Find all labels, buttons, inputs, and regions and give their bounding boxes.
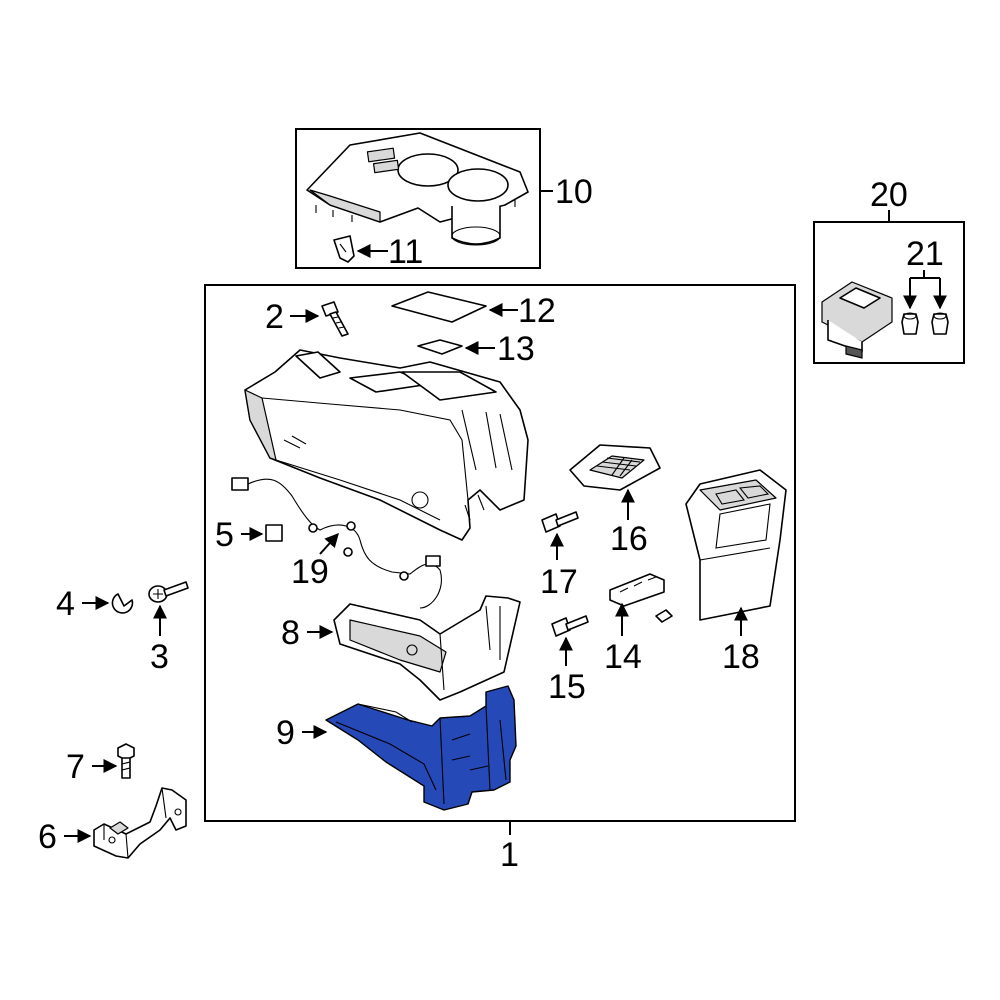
callout-5[interactable]: 5: [215, 516, 234, 554]
callout-12[interactable]: 12: [518, 292, 556, 330]
leader-21: [910, 270, 940, 279]
part-12-pad[interactable]: [391, 291, 487, 323]
callout-19[interactable]: 19: [291, 553, 329, 591]
callout-17[interactable]: 17: [540, 563, 578, 601]
callout-1[interactable]: 1: [500, 836, 519, 874]
part-20-switch[interactable]: [821, 281, 893, 359]
part-16-grille[interactable]: [569, 444, 661, 491]
callout-14[interactable]: 14: [604, 638, 642, 676]
part-7-bolt[interactable]: [117, 743, 135, 779]
part-21-clip-b[interactable]: [931, 312, 949, 335]
leader-19: [319, 532, 339, 555]
callout-11[interactable]: 11: [388, 233, 423, 271]
part-9-body: [325, 685, 517, 811]
callout-21[interactable]: 21: [906, 235, 944, 273]
part-17-bolt[interactable]: [541, 511, 579, 533]
part-18-rear-panel[interactable]: [685, 469, 787, 621]
callout-4[interactable]: 4: [56, 585, 75, 623]
console-assembly-box: [204, 284, 796, 822]
part-13-mat[interactable]: [417, 339, 463, 355]
callout-7[interactable]: 7: [66, 748, 85, 786]
part-2-screw[interactable]: [321, 301, 349, 337]
callout-18[interactable]: 18: [722, 638, 760, 676]
part-10-cup-holder-panel[interactable]: [306, 132, 529, 246]
part-3-screw[interactable]: [148, 581, 189, 603]
part-1-console-housing[interactable]: [244, 349, 529, 541]
part-9-reinforcement-bracket[interactable]: [325, 685, 517, 811]
callout-20[interactable]: 20: [870, 176, 908, 214]
callout-3[interactable]: 3: [150, 638, 169, 676]
callout-13[interactable]: 13: [497, 330, 535, 368]
part-19-wire-harness[interactable]: [231, 477, 442, 609]
cup-holder-group-box: [295, 128, 541, 269]
part-6-mounting-bracket[interactable]: [93, 787, 187, 859]
callout-16[interactable]: 16: [610, 520, 648, 558]
part-14-clip[interactable]: [655, 609, 673, 623]
part-5-label[interactable]: [265, 524, 283, 542]
part-15-bolt[interactable]: [551, 615, 589, 637]
part-21-clip-a[interactable]: [901, 312, 919, 335]
part-8-lower-bracket[interactable]: [333, 595, 521, 701]
callout-8[interactable]: 8: [281, 614, 300, 652]
callout-2[interactable]: 2: [265, 298, 284, 336]
part-4-clip[interactable]: [111, 593, 134, 614]
callout-15[interactable]: 15: [548, 668, 586, 706]
part-11-clip[interactable]: [333, 235, 355, 263]
callout-6[interactable]: 6: [38, 818, 57, 856]
callout-10[interactable]: 10: [555, 173, 593, 211]
part-14-switch[interactable]: [609, 573, 665, 607]
callout-9[interactable]: 9: [276, 714, 295, 752]
